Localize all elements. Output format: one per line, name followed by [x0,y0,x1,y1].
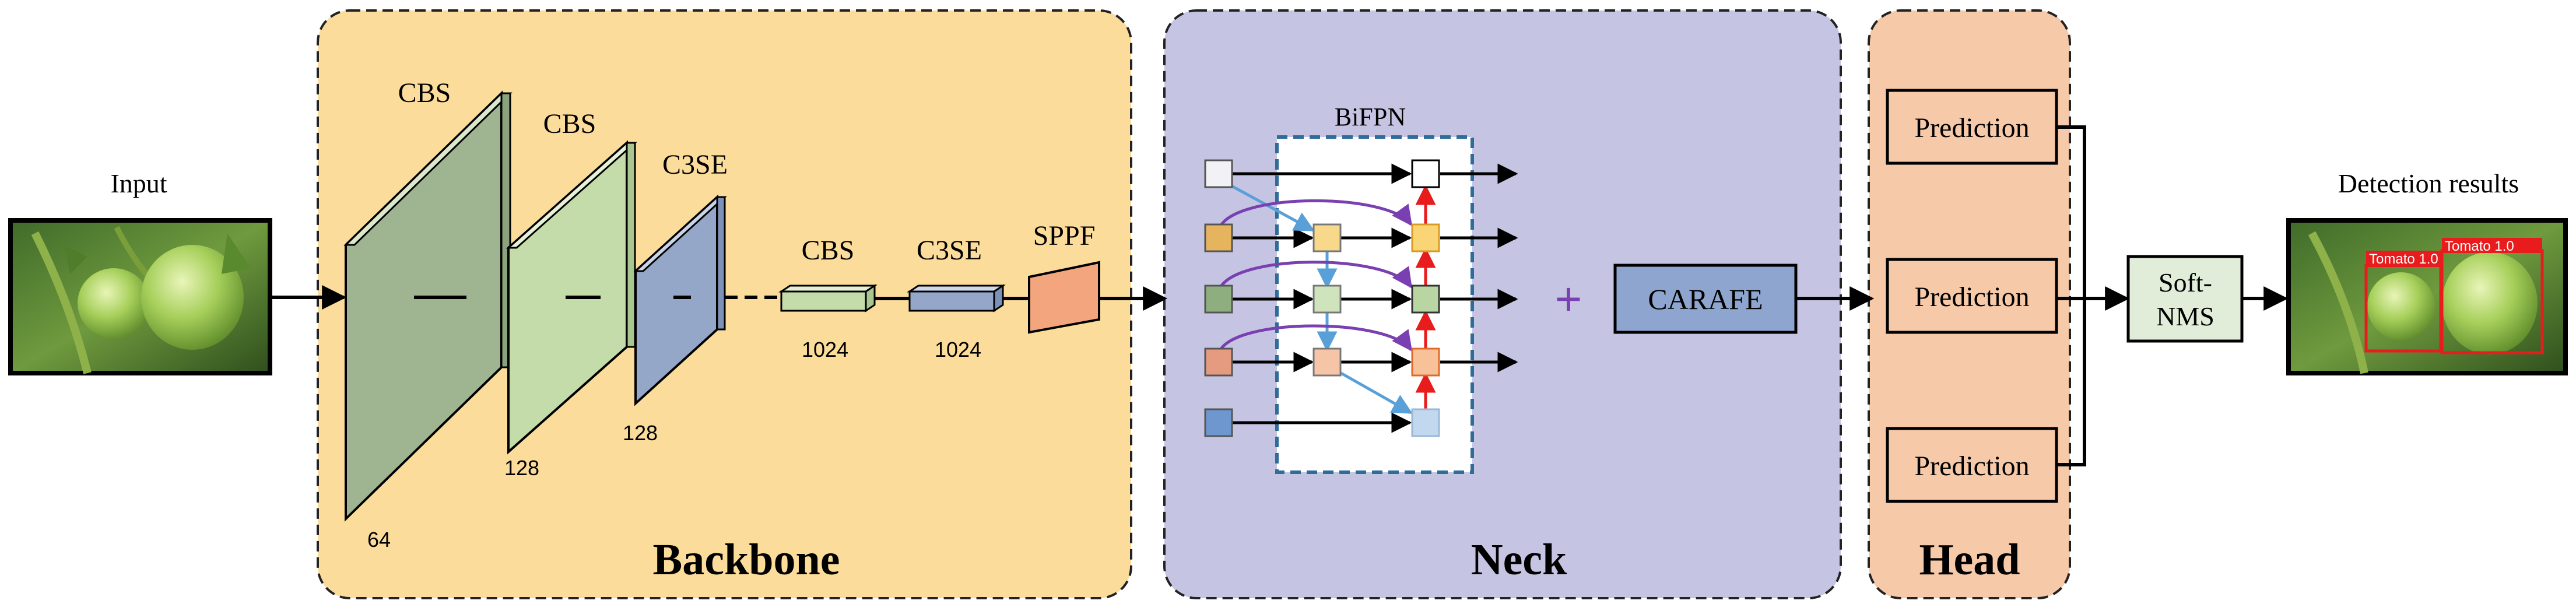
prediction-label-2: Prediction [1914,282,2029,312]
cbs-128-size: 128 [504,456,539,480]
cbs-64-label: CBS [398,78,451,108]
output-image [2286,218,2568,375]
plus-sign: + [1555,273,1582,325]
prediction-block-2 [1886,258,2058,334]
prediction-merge-lines [2056,125,2130,466]
carafe-block [1613,264,1798,334]
prediction-block-3 [1886,427,2058,503]
prediction-label-1: Prediction [1914,113,2029,143]
detection-box-label-1: Tomato 1.0 [2369,251,2438,267]
layer-sppf [1028,261,1100,334]
layer-c3se-128 [633,194,727,406]
layer-c3se-1024 [907,284,1006,312]
c3se-1024-size: 1024 [935,338,981,361]
bifpn-lateral-arrows [1230,163,1518,433]
bifpn-skip-arcs [1218,199,1413,352]
c3se-1024-label: C3SE [917,235,982,266]
layer-cbs-1024 [778,284,878,312]
c3se-128-label: C3SE [662,149,728,180]
prediction-label-3: Prediction [1914,451,2029,482]
softnms-block [2126,255,2244,343]
sppf-label: SPPF [1033,220,1096,251]
softnms-label-line1: Soft- [2159,268,2212,297]
layer-cbs-64 [343,90,513,522]
head-title: Head [1919,535,2020,584]
bifpn-output-nodes [1411,159,1440,437]
cbs-128-label: CBS [543,108,596,139]
bifpn-label: BiFPN [1335,103,1406,131]
bifpn-topdown-arrows [1226,182,1413,415]
c3se-128-size: 128 [623,421,658,445]
neck-title: Neck [1471,535,1567,584]
output-label: Detection results [2338,168,2519,198]
cbs-64-size: 64 [367,528,391,552]
softnms-label-line2: NMS [2156,301,2214,331]
bifpn-intermediate-nodes [1312,223,1342,377]
input-label: Input [110,168,167,198]
backbone-title: Backbone [653,535,840,584]
input-image [8,218,272,375]
prediction-block-1 [1886,89,2058,165]
detection-box-label-2: Tomato 1.0 [2445,238,2514,254]
cbs-1024-label: CBS [802,235,855,266]
bifpn-input-nodes [1204,159,1233,437]
cbs-1024-size: 1024 [802,338,848,361]
carafe-label: CARAFE [1648,283,1763,315]
